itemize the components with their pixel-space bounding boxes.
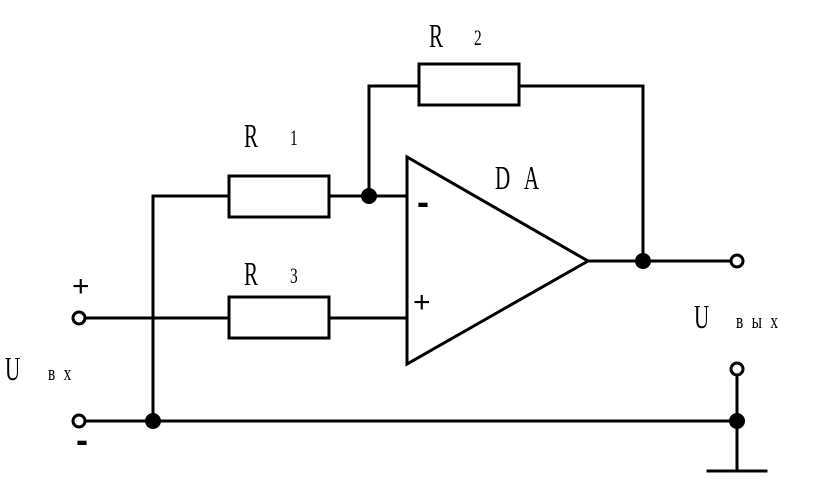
resistor-r3	[227, 295, 331, 340]
opamp-inverting-sign: -	[417, 181, 429, 222]
input-terminal-plus	[71, 310, 87, 326]
r1-designator: R	[244, 118, 258, 155]
r2-designator: R	[429, 18, 443, 55]
junction-inverting	[361, 188, 377, 204]
output-ground-terminal	[729, 361, 745, 377]
junction-output	[635, 253, 651, 269]
input-voltage-symbol: U	[5, 351, 20, 388]
r2-index: 2	[474, 26, 482, 50]
output-terminal	[729, 253, 745, 269]
wire-r1-left-to-ground	[151, 194, 231, 423]
input-voltage-subscript: вх	[48, 361, 80, 385]
r3-index: 3	[290, 264, 298, 288]
opamp-designator: DA	[495, 160, 553, 197]
resistor-r2	[417, 62, 521, 107]
junction-ground-right	[729, 413, 745, 429]
input-terminal-minus	[71, 413, 87, 429]
input-minus-sign: -	[76, 419, 88, 460]
r1-index: 1	[290, 126, 298, 150]
resistor-r1	[227, 174, 331, 219]
wire-feedback-left	[367, 84, 421, 198]
wire-feedback-right	[517, 84, 645, 263]
opamp-noninverting-sign: +	[413, 286, 431, 319]
output-voltage-subscript: вых	[736, 309, 786, 333]
r3-designator: R	[244, 256, 258, 293]
output-voltage-symbol: U	[694, 299, 709, 336]
opamp-triangle	[405, 154, 592, 367]
junction-ground-left	[145, 413, 161, 429]
input-plus-sign: +	[72, 270, 90, 303]
